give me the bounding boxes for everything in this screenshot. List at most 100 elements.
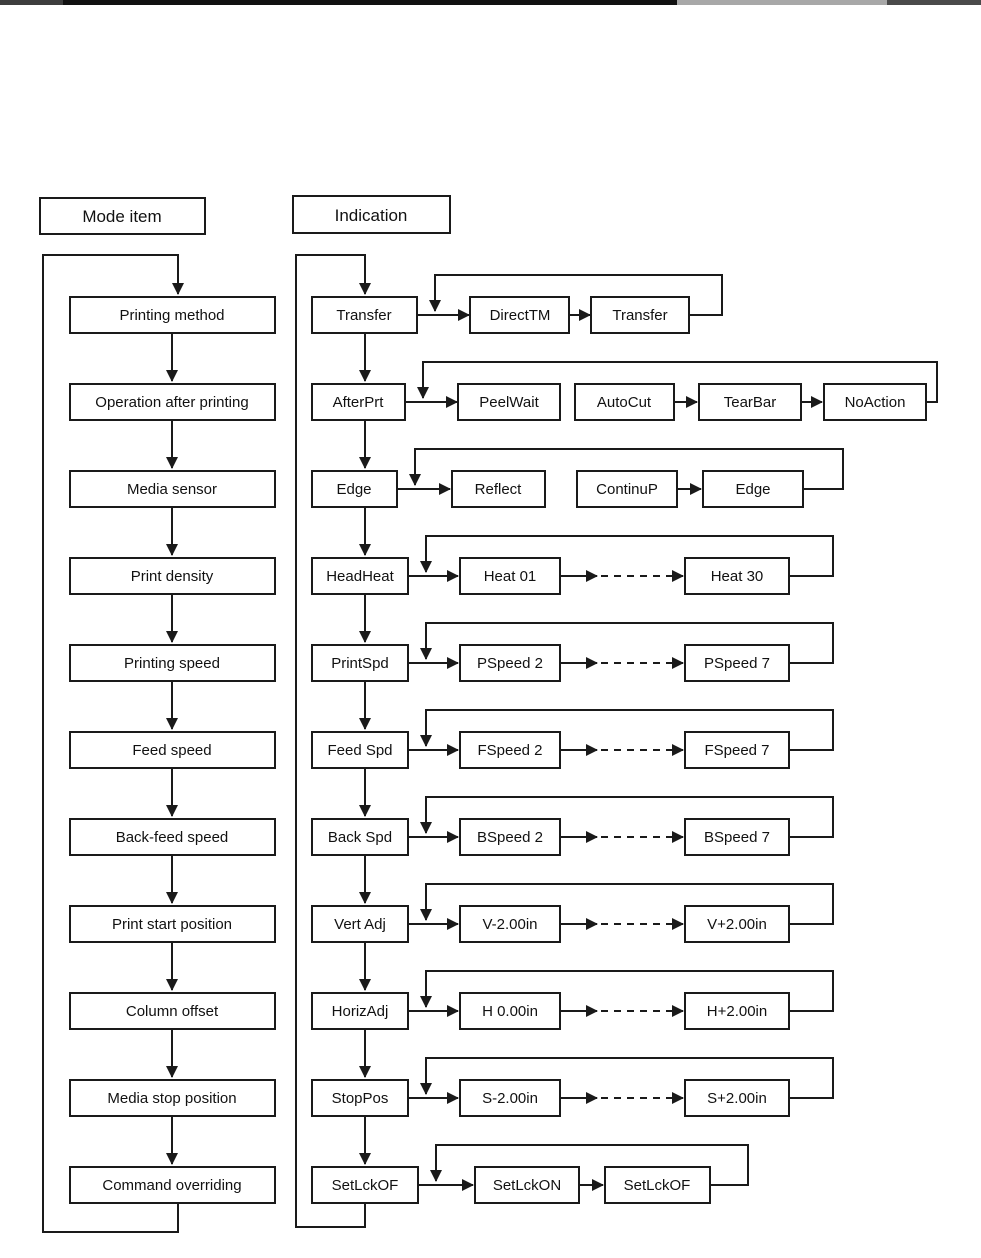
option-label-3-1: Heat 30 bbox=[711, 568, 764, 585]
option-box-9-0 bbox=[459, 1079, 561, 1117]
indication-label-9: StopPos bbox=[332, 1090, 389, 1107]
mode-box-2 bbox=[69, 470, 276, 508]
option-box-3-1 bbox=[684, 557, 790, 595]
option-label-2-0: Reflect bbox=[475, 481, 523, 498]
option-label-6-0: BSpeed 2 bbox=[477, 829, 543, 846]
option-label-8-1: H+2.00in bbox=[707, 1003, 767, 1020]
option-label-10-0: SetLckON bbox=[493, 1177, 561, 1194]
option-box-0-1 bbox=[590, 296, 690, 334]
indication-label-7: Vert Adj bbox=[334, 916, 386, 933]
indication-box-4 bbox=[311, 644, 409, 682]
option-box-3-0 bbox=[459, 557, 561, 595]
mode-label-7: Print start position bbox=[112, 916, 232, 933]
mode-label-2: Media sensor bbox=[127, 481, 217, 498]
option-label-10-1: SetLckOF bbox=[624, 1177, 691, 1194]
indication-label-0: Transfer bbox=[336, 307, 391, 324]
mode-item-column: Printing method Operation after printing… bbox=[69, 296, 276, 1204]
page-top-scan-edge bbox=[0, 0, 981, 5]
option-label-5-0: FSpeed 2 bbox=[477, 742, 542, 759]
mode-label-1: Operation after printing bbox=[95, 394, 248, 411]
indication-column-loop-arrow bbox=[295, 254, 371, 1228]
indication-label-10: SetLckOF bbox=[332, 1177, 399, 1194]
option-label-6-1: BSpeed 7 bbox=[704, 829, 770, 846]
indication-box-3 bbox=[311, 557, 409, 595]
row7-cycle-loop-arrow bbox=[420, 883, 834, 925]
option-label-5-1: FSpeed 7 bbox=[704, 742, 769, 759]
mode-column-loop-arrow bbox=[42, 254, 184, 1233]
indication-box-8 bbox=[311, 992, 409, 1030]
indication-box-1 bbox=[311, 383, 406, 421]
option-box-4-0 bbox=[459, 644, 561, 682]
option-box-10-1 bbox=[604, 1166, 711, 1204]
row8-cycle-loop-arrow bbox=[420, 970, 834, 1012]
mode-label-4: Printing speed bbox=[124, 655, 220, 672]
mode-box-10 bbox=[69, 1166, 276, 1204]
option-label-1-3: NoAction bbox=[845, 394, 906, 411]
mode-item-header-box bbox=[39, 197, 206, 235]
indication-label-6: Back Spd bbox=[328, 829, 392, 846]
mode-box-7 bbox=[69, 905, 276, 943]
option-row-4: PSpeed 2 PSpeed 7 bbox=[408, 622, 834, 682]
indication-header-box bbox=[292, 195, 451, 234]
option-box-1-0 bbox=[457, 383, 561, 421]
option-box-9-1 bbox=[684, 1079, 790, 1117]
indication-column: Transfer AfterPrt Edge HeadHeat PrintSpd… bbox=[311, 296, 419, 1204]
mode-box-4 bbox=[69, 644, 276, 682]
option-label-9-0: S-2.00in bbox=[482, 1090, 538, 1107]
option-box-10-0 bbox=[474, 1166, 580, 1204]
option-box-8-0 bbox=[459, 992, 561, 1030]
mode-label-8: Column offset bbox=[126, 1003, 219, 1020]
row4-cycle-loop-arrow bbox=[420, 622, 834, 664]
option-box-7-1 bbox=[684, 905, 790, 943]
indication-label-1: AfterPrt bbox=[333, 394, 385, 411]
mode-label-6: Back-feed speed bbox=[116, 829, 229, 846]
indication-box-9 bbox=[311, 1079, 409, 1117]
option-label-1-1: AutoCut bbox=[597, 394, 652, 411]
option-row-3: Heat 01 Heat 30 bbox=[408, 535, 834, 595]
indication-box-0 bbox=[311, 296, 418, 334]
option-box-6-1 bbox=[684, 818, 790, 856]
row1-cycle-loop-arrow bbox=[417, 361, 938, 403]
row10-cycle-loop-arrow bbox=[430, 1144, 749, 1186]
mode-box-8 bbox=[69, 992, 276, 1030]
option-label-4-0: PSpeed 2 bbox=[477, 655, 543, 672]
option-box-8-1 bbox=[684, 992, 790, 1030]
row2-cycle-loop-arrow bbox=[409, 448, 844, 490]
indication-label-3: HeadHeat bbox=[326, 568, 394, 585]
mode-box-9 bbox=[69, 1079, 276, 1117]
indication-box-2 bbox=[311, 470, 398, 508]
option-row-5: FSpeed 2 FSpeed 7 bbox=[408, 709, 834, 769]
mode-box-1 bbox=[69, 383, 276, 421]
mode-item-header-label: Mode item bbox=[82, 207, 161, 226]
column-headers: Mode item Indication bbox=[39, 195, 451, 235]
option-label-1-2: TearBar bbox=[724, 394, 777, 411]
option-box-1-3 bbox=[823, 383, 927, 421]
option-label-7-1: V+2.00in bbox=[707, 916, 767, 933]
option-row-0: DirectTM Transfer bbox=[417, 274, 723, 334]
indication-label-8: HorizAdj bbox=[332, 1003, 389, 1020]
option-label-8-0: H 0.00in bbox=[482, 1003, 538, 1020]
indication-box-10 bbox=[311, 1166, 419, 1204]
option-label-2-2: Edge bbox=[735, 481, 770, 498]
option-label-9-1: S+2.00in bbox=[707, 1090, 767, 1107]
indication-label-5: Feed Spd bbox=[327, 742, 392, 759]
option-box-2-0 bbox=[451, 470, 546, 508]
option-box-7-0 bbox=[459, 905, 561, 943]
option-row-7: V-2.00in V+2.00in bbox=[408, 883, 834, 943]
row9-cycle-loop-arrow bbox=[420, 1057, 834, 1099]
option-row-8: H 0.00in H+2.00in bbox=[408, 970, 834, 1030]
indication-label-2: Edge bbox=[336, 481, 371, 498]
mode-label-3: Print density bbox=[131, 568, 214, 585]
option-label-0-0: DirectTM bbox=[490, 307, 551, 324]
indication-header-label: Indication bbox=[335, 206, 408, 225]
mode-label-9: Media stop position bbox=[107, 1090, 236, 1107]
option-row-6: BSpeed 2 BSpeed 7 bbox=[408, 796, 834, 856]
option-box-4-1 bbox=[684, 644, 790, 682]
row6-cycle-loop-arrow bbox=[420, 796, 834, 838]
option-label-1-0: PeelWait bbox=[479, 394, 539, 411]
option-row-10: SetLckON SetLckOF bbox=[418, 1144, 749, 1204]
option-row-1: PeelWait AutoCut TearBar NoAction bbox=[405, 361, 938, 421]
indication-box-5 bbox=[311, 731, 409, 769]
